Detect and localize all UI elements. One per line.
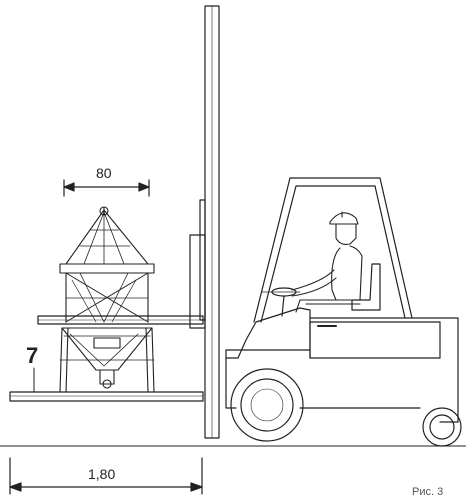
rear-wheel	[422, 407, 462, 447]
figure-caption: Рис. 3	[412, 486, 444, 498]
operator	[291, 211, 363, 313]
bottom-dimension-arrow	[9, 457, 203, 495]
load-frame	[59, 206, 155, 393]
forks	[37, 315, 204, 325]
steering-wheel	[271, 287, 297, 317]
top-dimension-arrow	[63, 179, 150, 197]
bottom-dimension-label: 1,80	[88, 466, 116, 482]
top-dimension-label: 80	[96, 165, 112, 181]
pallet-base	[9, 367, 204, 402]
forklift-body	[225, 263, 459, 423]
item-number-label: 7	[26, 343, 39, 368]
cab-frame	[253, 177, 413, 323]
front-wheel	[230, 368, 304, 442]
mast	[189, 5, 220, 439]
